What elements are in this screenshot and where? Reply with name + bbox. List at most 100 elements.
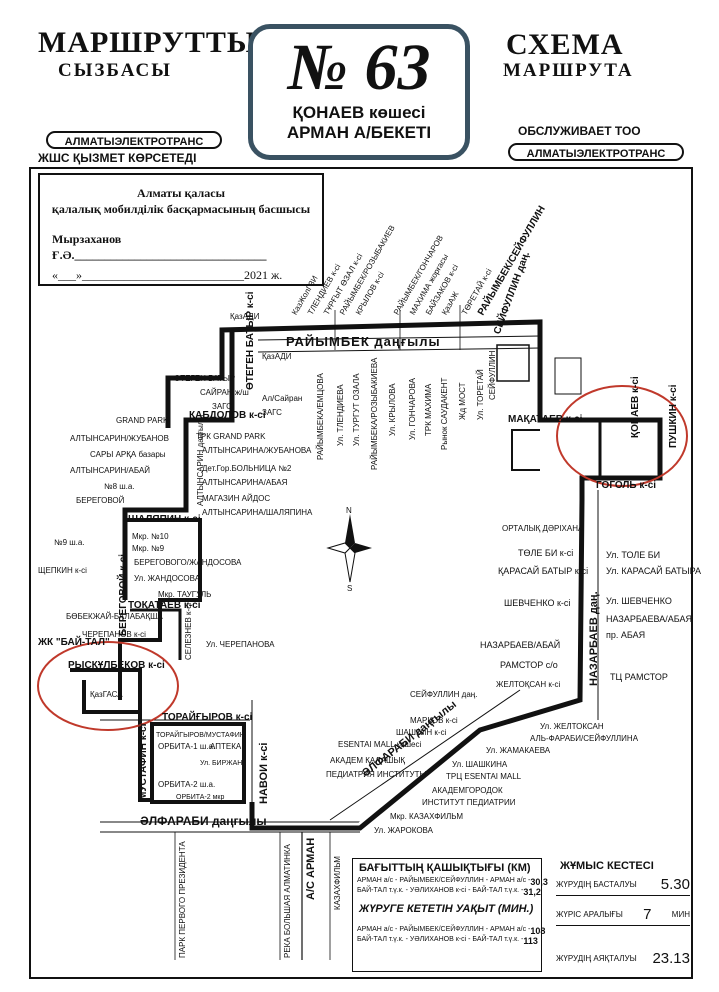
stop-label: Дет.Гор.БОЛЬНИЦА №2 — [202, 464, 292, 473]
approval-city: Алматы қаласы — [137, 186, 225, 200]
stop-label: Ул. ТОРЕТАЙ — [476, 369, 485, 420]
label-beregovoi: БЕРЕГОВОЙ к-сі — [118, 554, 129, 636]
stop-label: РАЙЫМБЕКА/РОЗЫБАКИЕВА — [370, 357, 379, 470]
stop-label: Мкр. №9 — [132, 544, 165, 553]
route-terminal-1: ҚОНАЕВ көшесі — [292, 103, 426, 122]
stop-label: ЗАГС — [212, 402, 232, 411]
label-reka: РЕКА БОЛЬШАЯ АЛМАТИНКА — [283, 844, 292, 958]
schedule-title: ЖҰМЫС КЕСТЕСІ — [560, 860, 654, 872]
stop-label: Ул. ТОЛЕ БИ — [606, 550, 661, 560]
label-navoi: НАВОИ к-сі — [258, 742, 270, 804]
stop-label: Ул. ШЕВЧЕНКО — [606, 596, 672, 606]
stop-label: БӨБЕКЖАЙ-БАЛАБАҚША — [66, 612, 163, 621]
route-number: № 63 — [287, 31, 431, 104]
stop-label: Мкр. №10 — [132, 532, 169, 541]
stop-label: Ал/Сайран — [262, 394, 303, 403]
stop-label: РАМСТОР с/о — [500, 660, 558, 670]
label-otegen: ӨТЕГЕН БАТЫР к-сі — [245, 291, 256, 390]
highlight-circle-konaev — [556, 385, 688, 487]
stop-label: Ул. ЖАРОКОВА — [374, 826, 433, 835]
distance-title: БАҒЫТТЫҢ ҚАШЫҚТЫҒЫ (КМ) — [359, 862, 531, 874]
label-mustafin: МУСТАФИН к-сі — [138, 723, 149, 800]
label-nazarbaev: НАЗАРБАЕВ даң. — [588, 591, 600, 686]
highlight-circle-baital — [37, 641, 179, 731]
label-park: ПАРК ПЕРВОГО ПРЕЗИДЕНТА — [178, 841, 187, 958]
route-raiymbek-dash — [171, 325, 537, 428]
route-raiymbek — [165, 319, 543, 428]
stop-label: РАЙЫМБЕКА/ЕМЦОВА — [316, 373, 325, 460]
approval-box: Алматы қаласы қалалық мобилділік басқарм… — [38, 173, 324, 286]
stop-label: ШЕВЧЕНКО к-сі — [504, 598, 571, 608]
operator-right-caption: ОБСЛУЖИВАЕТ ТОО — [518, 124, 641, 138]
stop-label: АЛТЫНСАРИНА/АБАЯ — [202, 478, 288, 487]
label-kazadi: ҚазАДИ — [230, 312, 260, 321]
stop-label: ЖЕЛТОҚСАН к-сі — [496, 680, 561, 689]
header-left-title: МАРШРУТТЫҢ — [38, 26, 282, 59]
stop-label: ЗАГС — [262, 408, 282, 417]
stop-label: GRAND PARK — [116, 416, 169, 425]
stop-label: Ул. БИРЖАН — [200, 760, 243, 767]
approval-signatory: Мырзаханов Ғ.Ә._________________________… — [52, 232, 267, 262]
compass-rose — [326, 514, 372, 583]
stop-label: №8 ш.а. — [104, 482, 135, 491]
stop-label: ТРК GRAND PARK — [196, 432, 266, 441]
approval-department: қалалық мобилділік басқармасының басшысы — [51, 202, 311, 216]
time-row-2: БАЙ-ТАЛ т.ү.к. - УӘЛИХАНОВ к-сі - БАЙ-ТА… — [357, 936, 538, 946]
stop-label: ЧЕРЕПАНОВ к-сі — [82, 630, 146, 639]
stop-label: ТРК МАХИМА — [424, 383, 433, 436]
stop-label: Мкр. КАЗАХФИЛЬМ — [390, 812, 464, 821]
map-frame — [29, 167, 693, 979]
stop-label: Ул. ЖАНДОСОВА — [134, 574, 201, 583]
distance-row-2: БАЙ-ТАЛ т.ү.к. - УӘЛИХАНОВ к-сі - БАЙ-ТА… — [357, 887, 541, 897]
stop-label: ҚазАДИ — [262, 352, 292, 361]
stop-label: Ул. ГОНЧАРОВА — [408, 378, 417, 440]
route-terminal-2: АРМАН А/БЕКЕТІ — [286, 123, 432, 142]
route-west — [122, 330, 235, 600]
label-shalyapin: ШАЛЯПИН к-сі — [128, 514, 201, 525]
stop-label: ТЦ РАМСТОР — [610, 672, 668, 682]
stop-label: ЩЕПКИН к-сі — [38, 566, 87, 575]
operator-right-badge: АЛМАТЫЭЛЕКТРОТРАНС — [508, 143, 684, 161]
stop-label: ҚАРАСАЙ БАТЫР к-сі — [498, 566, 589, 576]
schedule-interval-row: ЖҮРІС АРАЛЫҒЫ 7 МИН — [556, 896, 690, 926]
label-makataev: МАҚАТАЕВ к-сі — [508, 414, 583, 425]
stop-label: пр. АБАЯ — [606, 630, 646, 640]
stop-label: НАЗАРБАЕВ/АБАЙ — [480, 640, 561, 650]
header-right-title: СХЕМА — [506, 28, 624, 61]
label-gogol: ГОГОЛЬ к-сі — [596, 480, 657, 491]
stop-label: №9 ш.а. — [54, 538, 85, 547]
stop-label: АКАДЕМГОРОДОК — [432, 786, 503, 795]
label-arman: А/С АРМАН — [305, 837, 317, 900]
time-title: ЖҮРУГЕ КЕТЕТІН УАҚЫТ (МИН.) — [359, 903, 534, 915]
stop-label: САРЫ АРҚА базары — [90, 450, 166, 459]
street-raiymbek-line2 — [257, 347, 541, 353]
stop-label: НАЗАРБАЕВА/АБАЯ — [606, 614, 692, 624]
seifullin-block — [496, 344, 530, 382]
stop-label: Ул. ТЛЕНДИЕВА — [336, 384, 345, 446]
stop-label: АЛЬ-ФАРАБИ/СЕЙФУЛЛИНА — [530, 734, 639, 743]
stop-label: ПЕДИАТРИЯ ИНСТИТУТЫ — [326, 770, 427, 779]
label-ryskulbekov: РЫСҚҰЛБЕКОВ к-сі — [68, 660, 165, 671]
label-kazgasa: ҚазГАСА — [90, 690, 123, 699]
schedule-start-row: ЖҮРУДІҢ БАСТАЛУЫ 5.30 — [556, 874, 690, 896]
stop-label: ОРТАЛЫҚ ДӘРІХАНА — [502, 524, 584, 533]
route-makataev-left — [511, 429, 540, 471]
stop-label: СЕЙФУЛЛИН — [488, 350, 497, 400]
stop-label: ОРБИТА-1 ш.а. — [158, 742, 216, 751]
route-tokataev — [130, 608, 182, 660]
stop-label: Ул. ШАШКИНА — [452, 760, 508, 769]
label-altynsarin: АЛТЫНСАРИН даңғылы — [196, 414, 205, 506]
stop-label: САЙРАН ж/ш — [200, 388, 249, 397]
label-tokataev: ТОҚАТАЕВ к-сі — [128, 600, 201, 611]
stop-label: Ул. ЧЕРЕПАНОВА — [206, 640, 275, 649]
stop-label: Рынок САУДАКЕНТ — [440, 377, 449, 450]
route-shalyapin — [118, 518, 202, 700]
schedule-end-row: ЖҮРУДІҢ АЯҚТАЛУЫ 23.13 — [556, 950, 690, 967]
stop-label: Ул. ЖЕЛТОКСАН — [540, 722, 604, 731]
stop-label: ESENTAI MALL көшесі — [338, 740, 422, 749]
seifullin-block2 — [554, 357, 582, 395]
label-seleznev: СЕЛЕЗНЕВ к-сі — [184, 603, 193, 660]
route-number-box: № 63 ҚОНАЕВ көшесі АРМАН А/БЕКЕТІ — [248, 24, 470, 160]
stop-label: ОРБИТА-2 ш.а. — [158, 780, 216, 789]
